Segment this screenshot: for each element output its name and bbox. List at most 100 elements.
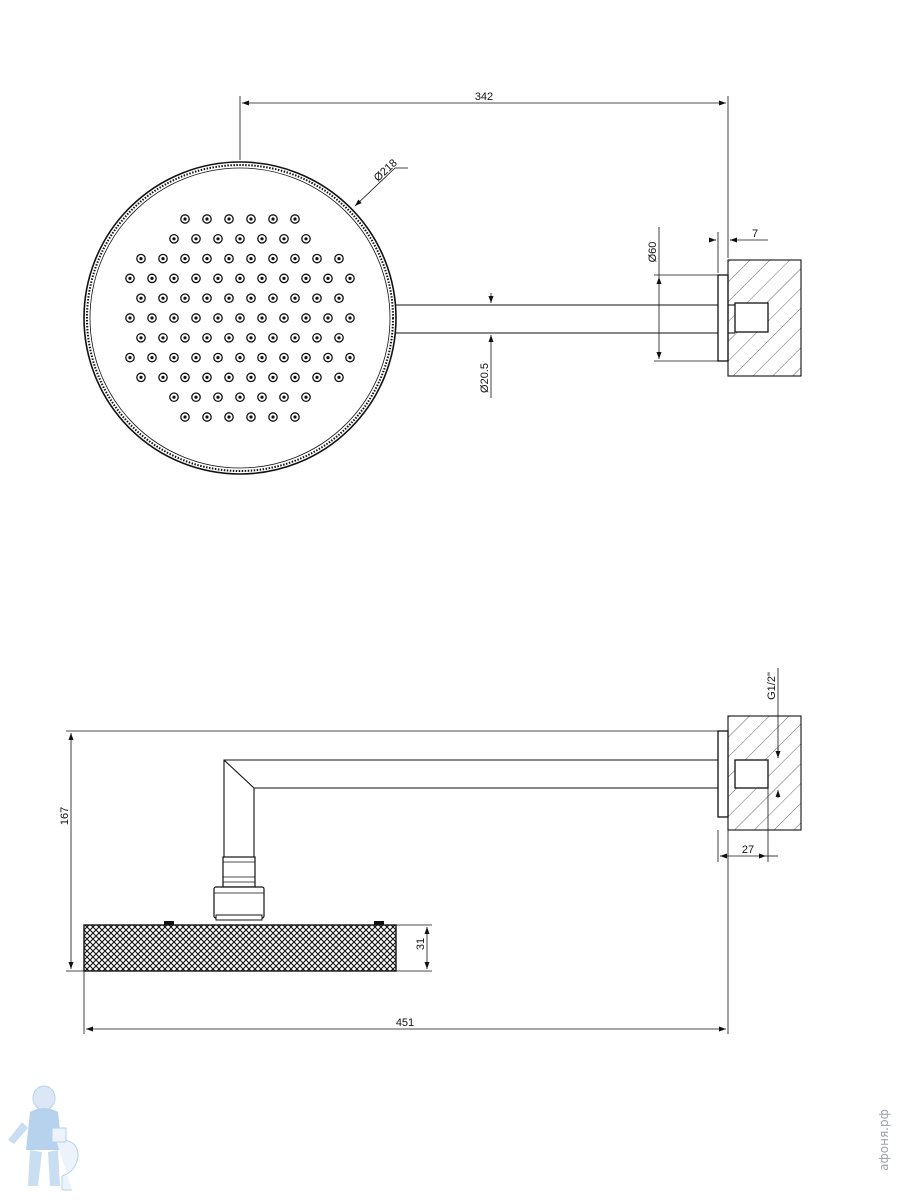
nozzle-hole — [205, 257, 209, 261]
nozzle-hole — [260, 356, 264, 360]
nozzle-hole — [293, 296, 297, 300]
dim-31-label: 31 — [415, 938, 427, 950]
nozzle-hole — [227, 375, 231, 379]
side-arm — [223, 759, 718, 857]
nozzle-hole — [326, 276, 330, 280]
dimension-head-thickness: 31 — [396, 924, 432, 972]
nozzle-hole — [260, 395, 264, 399]
side-flange — [717, 730, 729, 818]
top-view: 342 Ø218 Ø60 Ø20.5 7 — [83, 91, 802, 475]
nozzle-hole — [150, 356, 154, 360]
dim-342-label: 342 — [475, 91, 493, 103]
nozzle-hole — [348, 356, 352, 360]
watermark-site-text: афоня.рф — [877, 1109, 891, 1171]
dim-7-label: 7 — [752, 228, 758, 240]
nozzle-hole — [216, 276, 220, 280]
nozzle-hole — [172, 356, 176, 360]
nozzle-hole — [194, 276, 198, 280]
nozzle-hole — [194, 316, 198, 320]
nozzle-hole — [172, 237, 176, 241]
wall-socket — [734, 302, 769, 333]
nozzle-hole — [315, 257, 319, 261]
nozzle-hole — [139, 257, 143, 261]
nozzle-hole — [271, 375, 275, 379]
nozzle-hole — [205, 415, 209, 419]
nozzle-hole — [249, 296, 253, 300]
nozzle-hole — [315, 336, 319, 340]
nozzle-hole — [139, 375, 143, 379]
dim-218-label: Ø218 — [372, 157, 400, 184]
nozzle-hole — [128, 316, 132, 320]
nozzle-hole — [227, 336, 231, 340]
nozzle-hole — [227, 217, 231, 221]
nozzle-hole — [304, 395, 308, 399]
shower-head-outer-ring — [83, 161, 397, 475]
nozzle-hole — [161, 336, 165, 340]
nozzle-hole — [238, 395, 242, 399]
dim-451-label: 451 — [396, 1017, 414, 1029]
nozzle-hole — [293, 415, 297, 419]
nozzle-hole — [227, 415, 231, 419]
dimension-flange-diameter: Ø60 — [647, 227, 718, 362]
nozzle-hole — [271, 257, 275, 261]
nozzle-grid — [125, 214, 355, 422]
nozzle-hole — [315, 296, 319, 300]
nozzle-hole — [337, 257, 341, 261]
nozzle-hole — [194, 237, 198, 241]
swivel-connector — [213, 856, 265, 921]
nozzle-hole — [150, 316, 154, 320]
nozzle-hole — [348, 276, 352, 280]
nozzle-hole — [216, 356, 220, 360]
nozzle-hole — [293, 375, 297, 379]
nozzle-hole — [260, 276, 264, 280]
wall-flange — [717, 274, 729, 362]
nozzle-hole — [216, 316, 220, 320]
nozzle-hole — [139, 296, 143, 300]
nozzle-hole — [304, 276, 308, 280]
dim-167-label: 167 — [59, 807, 71, 825]
nozzle-hole — [161, 257, 165, 261]
nozzle-hole — [128, 356, 132, 360]
shower-head-inner-ring — [89, 167, 391, 469]
nozzle-hole — [183, 375, 187, 379]
nozzle-hole — [183, 257, 187, 261]
nozzle-hole — [249, 415, 253, 419]
nozzle-hole — [282, 276, 286, 280]
nozzle-hole — [238, 276, 242, 280]
nozzle-hole — [271, 336, 275, 340]
nozzle-hole — [282, 237, 286, 241]
nozzle-hole — [315, 375, 319, 379]
nozzle-hole — [161, 375, 165, 379]
nozzle-hole — [172, 276, 176, 280]
nozzle-hole — [216, 237, 220, 241]
dimension-flange-thickness: 7 — [709, 228, 768, 273]
nozzle-hole — [205, 336, 209, 340]
nozzle-hole — [161, 296, 165, 300]
nozzle-hole — [249, 217, 253, 221]
nozzle-hole — [238, 316, 242, 320]
nozzle-hole — [293, 217, 297, 221]
nozzle-hole — [326, 316, 330, 320]
shower-head-body — [83, 924, 397, 972]
nozzle-hole — [249, 336, 253, 340]
nozzle-hole — [128, 276, 132, 280]
plumber-mascot-icon — [8, 1085, 79, 1191]
nozzle-hole — [337, 296, 341, 300]
nozzle-hole — [205, 296, 209, 300]
nozzle-hole — [150, 276, 154, 280]
dimension-total-length: 451 — [83, 830, 729, 1034]
side-wall-socket — [734, 759, 769, 789]
nozzle-hole — [282, 356, 286, 360]
nozzle-hole — [271, 296, 275, 300]
nozzle-hole — [260, 316, 264, 320]
nozzle-hole — [172, 316, 176, 320]
nozzle-hole — [304, 356, 308, 360]
dim-60-label: Ø60 — [647, 242, 659, 263]
nozzle-hole — [293, 336, 297, 340]
nozzle-hole — [172, 395, 176, 399]
nozzle-hole — [282, 316, 286, 320]
nozzle-hole — [139, 336, 143, 340]
dim-27-label: 27 — [742, 844, 754, 856]
nozzle-hole — [216, 395, 220, 399]
